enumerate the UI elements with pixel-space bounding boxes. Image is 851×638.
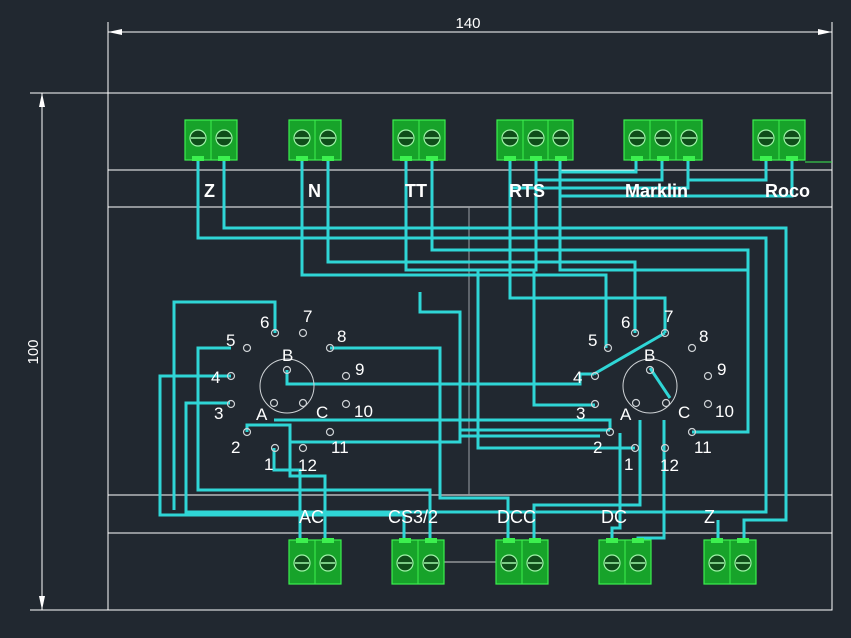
label-rts: RTS: [509, 181, 545, 201]
left-pos-9: 9: [355, 360, 364, 379]
left-pos-8: 8: [337, 327, 346, 346]
width-label: 140: [455, 15, 480, 32]
right-pos-5: 5: [588, 331, 597, 350]
right-pos-8: 8: [699, 327, 708, 346]
rotary-switch-right: 1 2 3 4 5 6 7 8 9 10 11 12 A B C: [573, 307, 734, 475]
label-z-top: Z: [204, 181, 215, 201]
left-pos-11: 11: [331, 438, 349, 457]
right-pos-12: 12: [660, 456, 679, 475]
label-roco: Roco: [765, 181, 810, 201]
right-pos-1: 1: [624, 455, 633, 474]
right-pos-6: 6: [621, 313, 630, 332]
height-label: 100: [25, 339, 42, 364]
right-pos-2: 2: [593, 438, 602, 457]
left-pole-c: C: [316, 403, 328, 422]
label-cs3-2: CS3/2: [388, 507, 438, 527]
bottom-terminal-labels: AC CS3/2 DCC DC Z: [299, 507, 715, 527]
dimension-height: 100: [25, 92, 108, 611]
label-tt: TT: [405, 181, 427, 201]
label-dc: DC: [601, 507, 627, 527]
terminal-block-dcc: [495, 538, 549, 585]
left-pole-b: B: [282, 346, 293, 365]
right-pos-9: 9: [717, 360, 726, 379]
right-pos-3: 3: [576, 404, 585, 423]
left-pos-5: 5: [226, 331, 235, 350]
left-pos-6: 6: [260, 313, 269, 332]
left-pos-7: 7: [303, 307, 312, 326]
wiring: [158, 160, 794, 552]
terminal-block-z-bottom: [703, 538, 757, 585]
label-ac: AC: [299, 507, 324, 527]
label-z-bottom: Z: [704, 507, 715, 527]
terminal-block-tt: [392, 119, 446, 161]
terminal-block-dc: [598, 538, 652, 585]
left-pos-4: 4: [211, 368, 220, 387]
left-pole-a: A: [256, 405, 268, 424]
terminal-block-marklin: [623, 119, 703, 161]
left-pos-12: 12: [298, 456, 317, 475]
right-pos-4: 4: [573, 368, 582, 387]
top-terminal-blocks: [184, 119, 806, 161]
right-pos-7: 7: [664, 307, 673, 326]
terminal-block-roco: [752, 119, 806, 161]
bottom-terminal-blocks: [288, 538, 757, 585]
left-pos-1: 1: [264, 455, 273, 474]
terminal-block-rts: [496, 119, 574, 161]
right-pole-c: C: [678, 403, 690, 422]
terminal-block-cs3-2: [391, 538, 445, 585]
terminal-block-n: [288, 119, 342, 161]
top-terminal-labels: Z N TT RTS Marklin Roco: [204, 181, 810, 201]
terminal-block-ac: [288, 538, 342, 585]
label-dcc: DCC: [497, 507, 536, 527]
label-marklin: Marklin: [625, 181, 688, 201]
right-pos-10: 10: [715, 402, 734, 421]
board-outline: [107, 92, 833, 611]
left-pos-2: 2: [231, 438, 240, 457]
dimension-width: 140: [107, 15, 833, 95]
terminal-block-z-top: [184, 119, 238, 161]
right-pole-a: A: [620, 405, 632, 424]
left-pos-3: 3: [214, 404, 223, 423]
right-pole-b: B: [644, 346, 655, 365]
rotary-switch-left: 1 2 3 4 5 6 7 8 9 10 11 12 A B C: [211, 307, 373, 475]
right-pos-11: 11: [694, 438, 712, 457]
label-n: N: [308, 181, 321, 201]
left-pos-10: 10: [354, 402, 373, 421]
